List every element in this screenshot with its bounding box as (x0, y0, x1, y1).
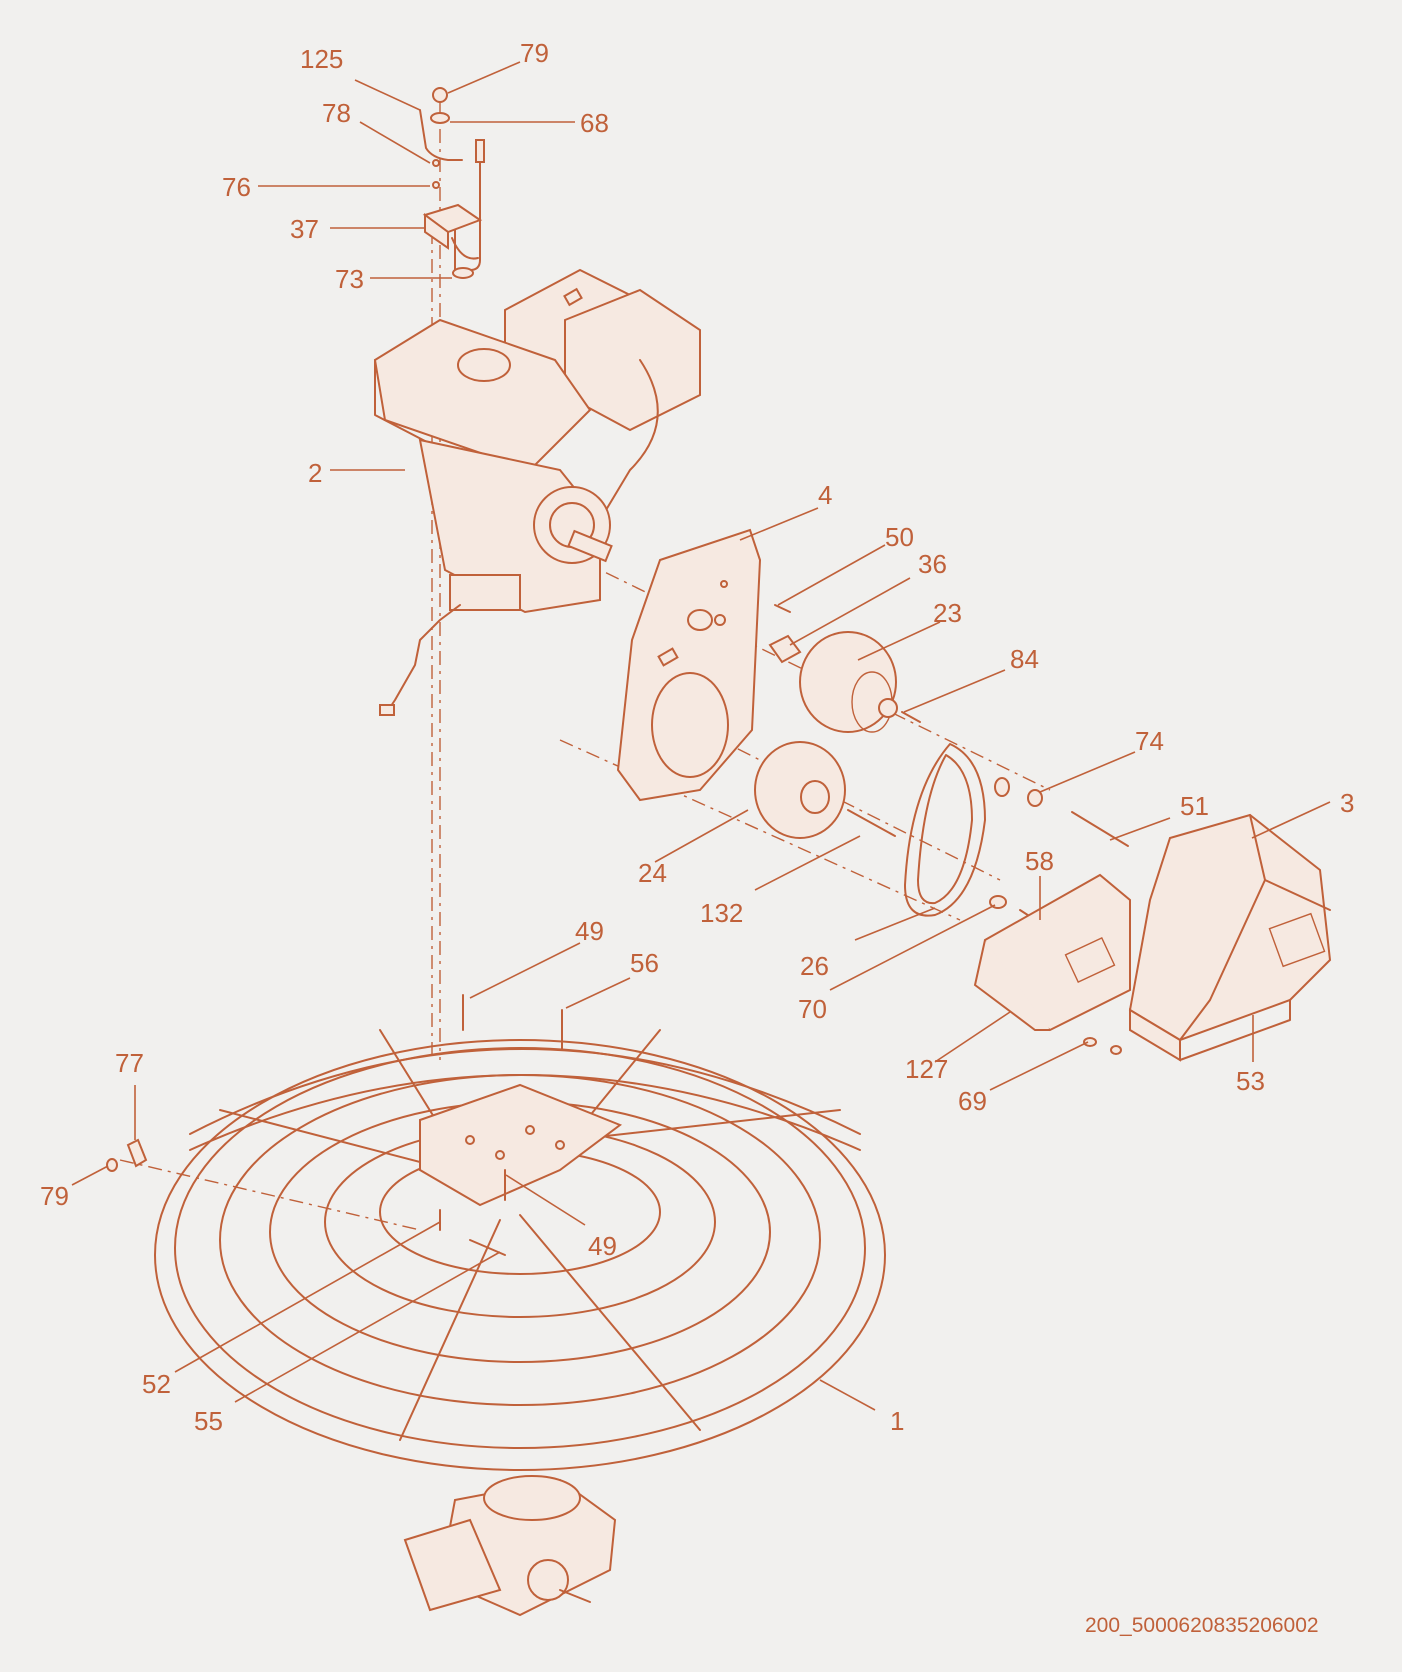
callout-26: 26 (800, 951, 829, 981)
callout-127: 127 (905, 1054, 948, 1084)
callout-52: 52 (142, 1369, 171, 1399)
callout-79-left: 79 (40, 1181, 69, 1211)
callout-56: 56 (630, 948, 659, 978)
belt-guard (973, 873, 1131, 1055)
callout-36: 36 (918, 549, 947, 579)
callout-4: 4 (818, 480, 832, 510)
callout-125: 125 (300, 44, 343, 74)
callout-78: 78 (322, 98, 351, 128)
gearbox (403, 1475, 617, 1617)
callout-51: 51 (1180, 791, 1209, 821)
leader-lines (71, 61, 1331, 1411)
callout-49-bottom: 49 (588, 1231, 617, 1261)
callout-labels: 125 79 78 68 76 37 73 2 4 50 36 23 84 74… (40, 38, 1354, 1436)
drawing-code: 200_5000620835206002 (1085, 1614, 1319, 1637)
callout-2: 2 (308, 458, 322, 488)
callout-37: 37 (290, 214, 319, 244)
callout-68: 68 (580, 108, 609, 138)
callout-23: 23 (933, 598, 962, 628)
ignition-assembly (419, 87, 485, 279)
callout-84: 84 (1010, 644, 1039, 674)
callout-24: 24 (638, 858, 667, 888)
callout-55: 55 (194, 1406, 223, 1436)
callout-69: 69 (958, 1086, 987, 1116)
callout-3: 3 (1340, 788, 1354, 818)
callout-58: 58 (1025, 846, 1054, 876)
callout-77: 77 (115, 1048, 144, 1078)
callout-1: 1 (890, 1406, 904, 1436)
callout-50: 50 (885, 522, 914, 552)
belt-cover (1128, 813, 1332, 1062)
engine (373, 268, 701, 716)
callout-70: 70 (798, 994, 827, 1024)
guard-ring (106, 994, 886, 1471)
callout-132: 132 (700, 898, 743, 928)
callout-73: 73 (335, 264, 364, 294)
callout-79-top: 79 (520, 38, 549, 68)
drive-components (754, 604, 1129, 937)
callout-53: 53 (1236, 1066, 1265, 1096)
callout-76: 76 (222, 172, 251, 202)
callout-49-top: 49 (575, 916, 604, 946)
callout-74: 74 (1135, 726, 1164, 756)
mounting-plate (616, 528, 762, 802)
